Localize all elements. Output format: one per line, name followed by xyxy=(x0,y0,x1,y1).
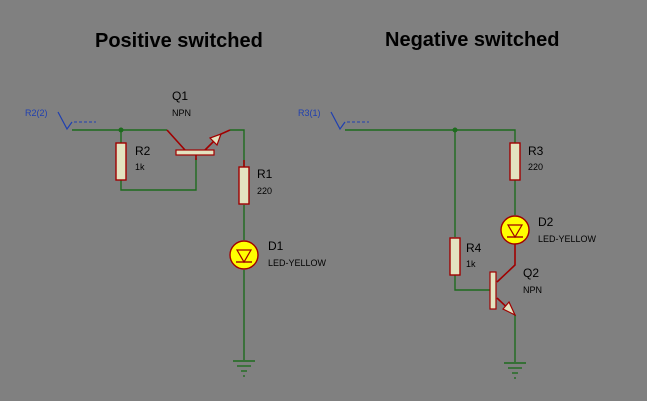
resistor-body xyxy=(238,166,250,205)
q1-base-bar xyxy=(175,149,215,156)
wire-input xyxy=(345,129,516,143)
led-d1[interactable]: D1 LED-YELLOW xyxy=(229,239,327,270)
ground-icon xyxy=(504,362,526,379)
d1-label: D1 xyxy=(268,239,284,253)
resistor-r1[interactable]: R1 220 xyxy=(238,160,273,205)
resistor-body xyxy=(115,142,127,181)
ground-icon xyxy=(233,360,255,377)
terminal-r2-2[interactable]: R2(2) xyxy=(25,108,96,131)
resistor-r2[interactable]: R2 1k xyxy=(115,142,151,181)
resistor-body xyxy=(449,237,461,276)
q2-type: NPN xyxy=(523,285,542,295)
q2-base-bar xyxy=(489,271,497,310)
q2-collector-lead xyxy=(496,244,516,283)
title-negative-switched: Negative switched xyxy=(385,29,560,51)
terminal-arrow-icon xyxy=(57,111,73,131)
resistor-r4[interactable]: R4 1k xyxy=(449,237,482,276)
transistor-q2[interactable]: Q2 NPN xyxy=(489,244,542,317)
diode-icon xyxy=(506,224,524,239)
resistor-r3[interactable]: R3 220 xyxy=(509,142,544,181)
q1-label: Q1 xyxy=(172,89,188,103)
q1-emitter-arrow-icon xyxy=(208,132,223,147)
r3-label: R3 xyxy=(528,144,544,158)
q1-collector-lead xyxy=(166,129,186,151)
left-circuit: R2(2) R2 1k Q1 NPN xyxy=(25,89,327,377)
title-positive-switched: Positive switched xyxy=(95,30,263,52)
r3-value: 220 xyxy=(528,162,543,172)
d2-value: LED-YELLOW xyxy=(538,234,597,244)
wire xyxy=(454,275,490,291)
resistor-body xyxy=(509,142,521,181)
diode-icon xyxy=(235,249,253,264)
q2-emitter-arrow-icon xyxy=(502,300,517,317)
terminal-arrow-icon xyxy=(330,111,346,131)
terminal-label-r2-2: R2(2) xyxy=(25,108,48,118)
transistor-q1[interactable]: Q1 NPN xyxy=(166,89,231,160)
r1-value: 220 xyxy=(257,186,272,196)
wire xyxy=(230,129,245,167)
led-d2[interactable]: D2 LED-YELLOW xyxy=(500,215,597,245)
q2-label: Q2 xyxy=(523,266,539,280)
terminal-r3-1[interactable]: R3(1) xyxy=(298,108,369,131)
q1-type: NPN xyxy=(172,108,191,118)
r2-value: 1k xyxy=(135,162,145,172)
terminal-label-r3-1: R3(1) xyxy=(298,108,321,118)
r4-value: 1k xyxy=(466,259,476,269)
d2-label: D2 xyxy=(538,215,554,229)
d1-value: LED-YELLOW xyxy=(268,258,327,268)
r2-label: R2 xyxy=(135,144,151,158)
r1-label: R1 xyxy=(257,167,273,181)
right-circuit: R3(1) R3 220 D2 LED-YELLOW R4 1 xyxy=(298,108,597,379)
wire xyxy=(120,158,197,191)
r4-label: R4 xyxy=(466,241,482,255)
